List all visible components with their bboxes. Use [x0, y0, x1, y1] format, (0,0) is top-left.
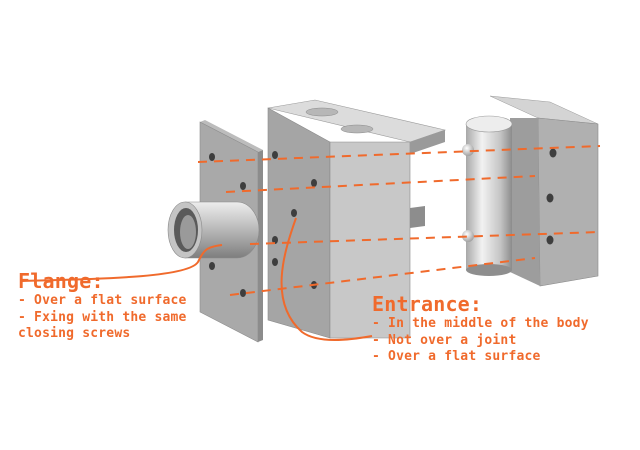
hinge-cylinder: [466, 124, 512, 270]
flange-hole-top-left: [209, 153, 215, 161]
entrance-leader-line: [280, 217, 373, 341]
entrance-annotation: Entrance: - In the middle of the body - …: [372, 292, 589, 366]
entrance-line: - Over a flat surface: [372, 349, 541, 364]
alignment-line-upper: [225, 175, 536, 193]
hinge-part: [462, 95, 599, 287]
flange-line: - Fxing with the same: [18, 309, 187, 325]
flange-hole-bottom-left: [209, 262, 215, 270]
flange-annotation: Flange: - Over a flat surface - Fxing wi…: [18, 269, 187, 343]
flange-tube: [167, 201, 260, 259]
body-top-hole: [305, 107, 339, 117]
body-hole-bottom-left: [272, 258, 278, 266]
hinge-hole-top: [549, 148, 557, 158]
entrance-title: Entrance:: [372, 292, 483, 316]
hinge-bolt-head: [462, 144, 474, 156]
flange-leader-line: [21, 244, 223, 282]
hinge-bolt-head: [462, 230, 474, 242]
alignment-line-lower: [249, 231, 601, 245]
hinge-hole-mid: [546, 193, 554, 203]
body-entrance-hole: [291, 209, 297, 217]
flange-line: - Over a flat surface: [18, 293, 187, 308]
body-top-hole: [340, 124, 374, 134]
hinge-hole-bottom: [546, 235, 554, 245]
entrance-line: - In the middle of the body: [372, 316, 589, 331]
flange-hole-top-right: [240, 182, 246, 190]
body-hole-top-right: [311, 179, 317, 187]
entrance-line: - Not over a joint: [372, 332, 517, 348]
flange-hole-bottom-right: [240, 289, 246, 297]
flange-title: Flange:: [18, 269, 104, 293]
body-hole-top-left: [272, 151, 278, 159]
flange-line: closing screws: [18, 326, 131, 341]
alignment-line-top: [197, 145, 601, 163]
body-spigot: [410, 206, 425, 228]
body-hole-mid-left: [272, 236, 278, 244]
